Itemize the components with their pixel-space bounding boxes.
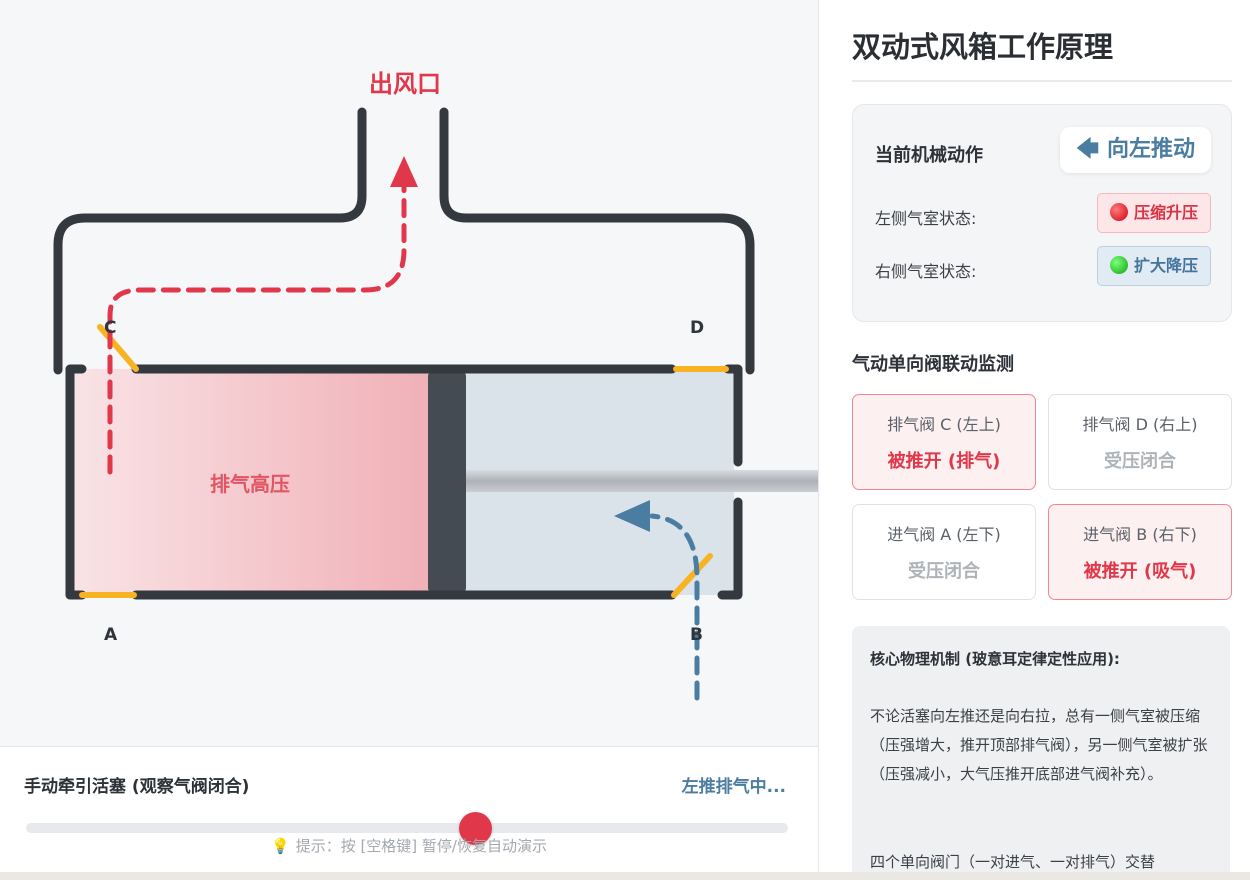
info-panel: 双动式风箱工作原理 当前机械动作 🡄 向左推动 左侧气室状态: 压缩升压 右侧气室… — [818, 0, 1250, 872]
physics-explanation-card: 核心物理机制 (玻意耳定律定性应用): 不论活塞向左推还是向右拉，总有一侧气室被… — [852, 626, 1230, 872]
valve-b-label: B — [690, 625, 703, 645]
valve-card-state: 被推开 (吸气) — [1083, 561, 1197, 582]
arrow-left-icon: 🡄 — [1076, 137, 1099, 162]
intake-arrow-head — [614, 500, 650, 532]
bellows-diagram: 出风口 排气高压 C D A B — [53, 70, 818, 701]
title-divider — [852, 80, 1232, 82]
outlet-label: 出风口 — [369, 70, 441, 98]
state-card: 当前机械动作 🡄 向左推动 左侧气室状态: 压缩升压 右侧气室状态: 扩大降压 — [852, 104, 1232, 322]
left-chamber-status-badge: 压缩升压 — [1096, 193, 1211, 233]
right-chamber-status-text: 扩大降压 — [1133, 256, 1198, 275]
physics-paragraph: 四个单向阀门（一对进气、一对排气）交替 — [870, 853, 1156, 871]
bellows-svg — [53, 107, 818, 701]
control-title: 手动牵引活塞 (观察气阀闭合) — [24, 777, 250, 797]
physics-title: 核心物理机制 (玻意耳定律定性应用): — [870, 650, 1120, 668]
left-chamber-fill — [74, 369, 432, 595]
valve-card-b: 进气阀 B (右下) 被推开 (吸气) — [1048, 504, 1232, 600]
valve-card-d: 排气阀 D (右上) 受压闭合 — [1048, 394, 1232, 490]
keyboard-hint: 💡 提示：按 [空格键] 暂停/恢复自动演示 — [0, 835, 818, 856]
valve-c-open — [97, 324, 139, 372]
action-value-badge: 🡄 向左推动 — [1060, 127, 1211, 173]
physics-paragraph: 不论活塞向左推还是向右拉，总有一侧气室被压缩（压强增大，推开顶部排气阀），另一侧… — [870, 707, 1208, 783]
exhaust-manifold — [53, 107, 755, 375]
exhaust-flow-path — [107, 183, 407, 475]
left-chamber-label: 排气高压 — [210, 472, 290, 496]
valve-d-label: D — [690, 318, 705, 338]
valve-b-open — [671, 553, 713, 598]
piston-slider-thumb[interactable] — [459, 812, 493, 845]
valve-card-c: 排气阀 C (左上) 被推开 (排气) — [852, 394, 1036, 490]
exhaust-arrow-head — [390, 156, 418, 187]
cylinder-left-wall — [65, 364, 87, 600]
right-chamber-status-label: 右侧气室状态: — [875, 262, 977, 281]
valve-c-label: C — [104, 318, 117, 338]
left-chamber-status-text: 压缩升压 — [1133, 203, 1198, 222]
valve-card-name: 排气阀 D (右上) — [1082, 415, 1198, 434]
valve-card-state: 受压闭合 — [1104, 451, 1176, 472]
bottom-strip — [0, 872, 1250, 880]
valve-card-state: 被推开 (排气) — [887, 451, 1001, 472]
valve-monitor-title: 气动单向阀联动监测 — [852, 354, 1014, 375]
control-status: 左推排气中... — [681, 777, 786, 797]
action-value-text: 向左推动 — [1106, 137, 1195, 162]
valve-card-name: 进气阀 A (左下) — [887, 525, 1001, 544]
action-label: 当前机械动作 — [875, 145, 983, 166]
cylinder-right-wall-lower — [717, 497, 743, 600]
valve-card-name: 排气阀 C (左上) — [887, 415, 1001, 434]
right-chamber-status-badge: 扩大降压 — [1096, 246, 1211, 286]
red-dot-icon — [1109, 203, 1128, 221]
piston-rod — [464, 470, 818, 492]
green-dot-icon — [1109, 256, 1128, 274]
lightbulb-icon: 💡 — [271, 837, 290, 855]
valve-card-a: 进气阀 A (左下) 受压闭合 — [852, 504, 1036, 600]
cylinder-right-wall-upper — [723, 364, 743, 467]
valve-card-name: 进气阀 B (右下) — [1083, 525, 1197, 544]
intake-flow-path — [649, 513, 700, 701]
piston — [428, 371, 466, 593]
valve-a-label: A — [104, 625, 118, 645]
hint-text: 提示：按 [空格键] 暂停/恢复自动演示 — [295, 837, 547, 855]
valve-card-state: 受压闭合 — [908, 561, 980, 582]
piston-slider-track[interactable] — [26, 823, 788, 833]
piston-control-bar: 手动牵引活塞 (观察气阀闭合) 左推排气中... 💡 提示：按 [空格键] 暂停/… — [0, 746, 818, 873]
left-chamber-status-label: 左侧气室状态: — [875, 209, 977, 228]
panel-title: 双动式风箱工作原理 — [852, 30, 1114, 64]
